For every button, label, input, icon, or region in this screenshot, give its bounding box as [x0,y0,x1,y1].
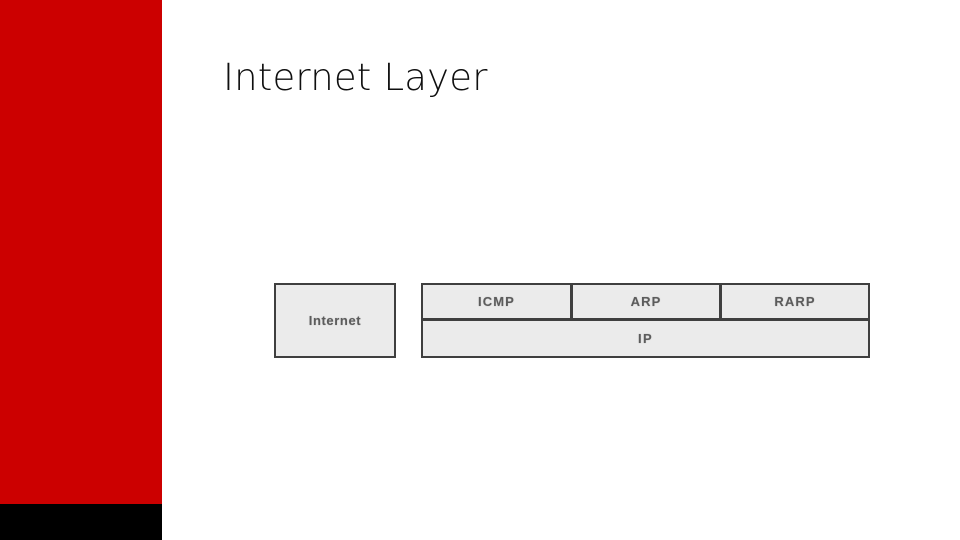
protocol-box-rarp: RARP [720,283,870,320]
protocol-box-icmp-label: ICMP [478,294,515,309]
protocol-box-ip-label: IP [638,331,653,346]
protocol-box-arp: ARP [571,283,721,320]
accent-bar-red [0,0,162,504]
layer-box-internet-label: Internet [308,313,362,328]
accent-bar-black [0,504,162,540]
protocol-box-arp-label: ARP [630,294,662,309]
protocol-box-icmp: ICMP [421,283,572,320]
layer-box-internet: Internet [274,283,396,358]
protocol-box-ip: IP [421,319,870,358]
page-title: Internet Layer [223,56,488,99]
protocol-box-rarp-label: RARP [774,294,816,309]
